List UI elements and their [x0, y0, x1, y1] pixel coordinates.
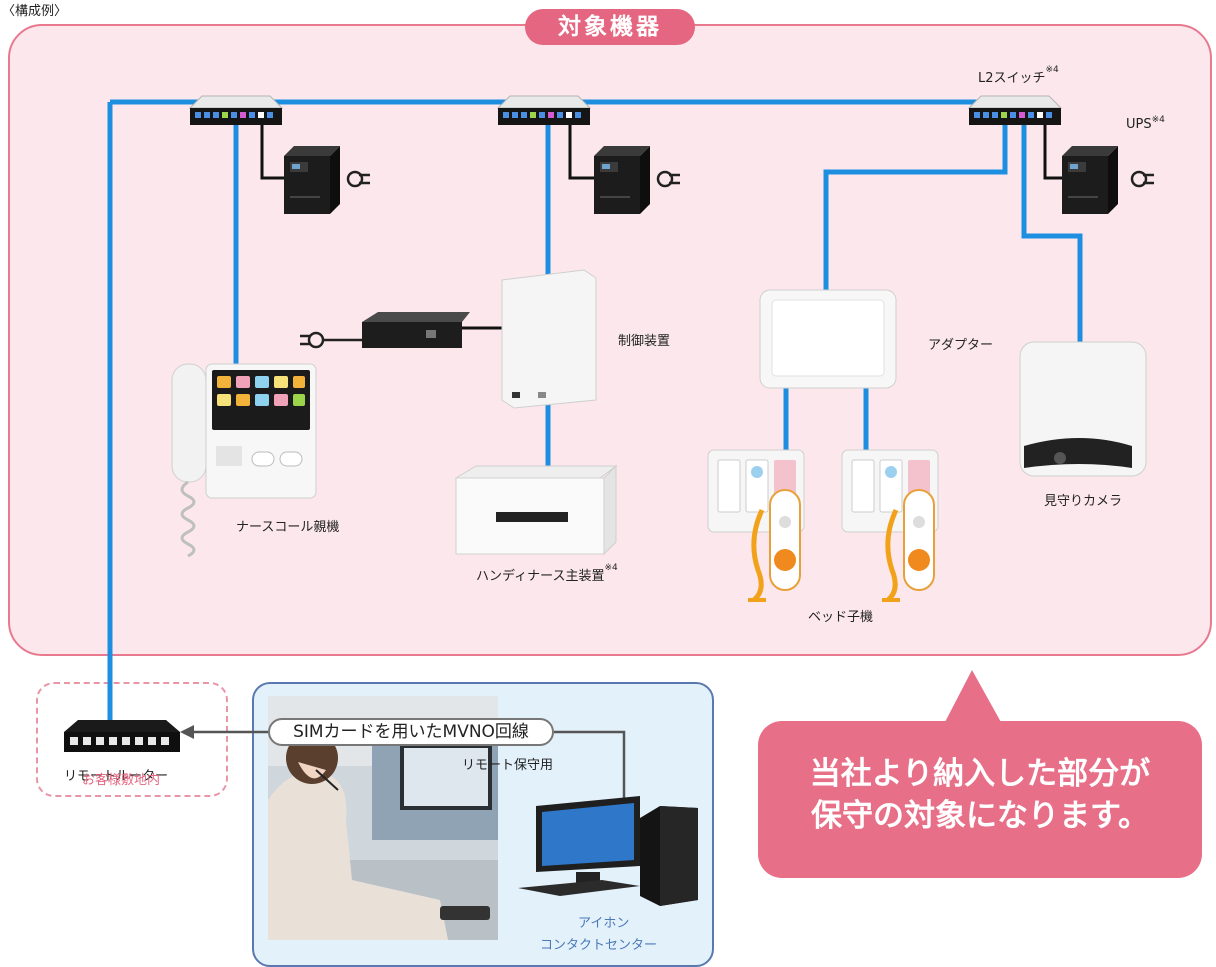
handy-nurse-main-unit-image — [454, 464, 618, 556]
callout-line-1: 当社より納入した部分が — [809, 756, 1151, 792]
mvno-line-label: SIMカードを用いたMVNO回線 — [268, 718, 554, 746]
maintenance-scope-callout: 当社より納入した部分が 保守の対象になります。 — [758, 721, 1202, 878]
example-label: 〈構成例〉 — [2, 4, 68, 19]
ups-label: UPS※4 — [1126, 115, 1165, 132]
monitoring-camera-image — [1019, 341, 1147, 477]
nurse-call-master-image — [171, 363, 317, 558]
mvno-arrows — [192, 730, 626, 822]
callout-line-2: 保守の対象になります。 — [811, 798, 1149, 834]
adapter-label: アダプター — [928, 338, 994, 353]
aiphone-label: アイホン — [578, 916, 630, 931]
ups-3 — [1062, 146, 1156, 214]
power-cables — [260, 124, 1063, 330]
control-unit-image — [501, 269, 597, 409]
target-equipment-title: 対象機器 — [525, 9, 695, 45]
router-label: リモートルーター — [64, 769, 169, 784]
ups-1 — [284, 146, 372, 214]
l2-switch-2 — [497, 95, 591, 126]
bed-unit-image-2 — [842, 450, 938, 600]
contact-center-label: コンタクトセンター — [540, 938, 658, 953]
adapter-image — [759, 289, 897, 389]
remote-maintenance-label: リモート保守用 — [462, 758, 554, 773]
target-equipment-area — [8, 24, 1212, 656]
nurse-call-master-label: ナースコール親機 — [236, 520, 340, 535]
l2-switch-1 — [189, 95, 283, 126]
customer-premises-label: お客様敷地内 — [82, 773, 161, 788]
power-supply-image — [300, 312, 470, 349]
remote-router-image — [64, 720, 180, 752]
l2-switch-3 — [968, 95, 1062, 126]
customer-premises-area — [36, 682, 228, 797]
ups-2 — [594, 146, 682, 214]
bed-unit-label: ベッド子機 — [808, 610, 874, 625]
callout-pointer — [944, 670, 1002, 724]
main-unit-label: ハンディナース主装置※4 — [476, 563, 618, 584]
camera-label: 見守りカメラ — [1044, 494, 1123, 509]
control-unit-label: 制御装置 — [618, 334, 671, 349]
desktop-pc-image — [518, 796, 698, 906]
l2-switch-label: L2スイッチ※4 — [978, 65, 1059, 86]
bed-unit-image-1 — [708, 450, 804, 600]
